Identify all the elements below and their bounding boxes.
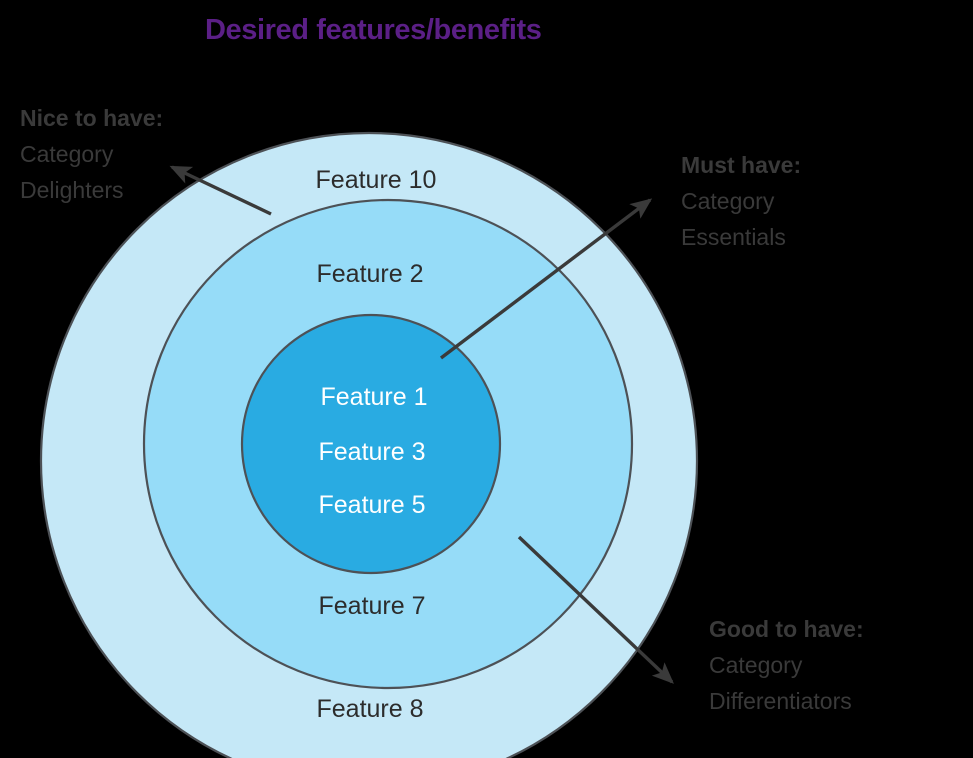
arrow-good-to-have <box>517 535 674 684</box>
page-title: Desired features/benefits <box>205 14 542 46</box>
feature-label-middle-bottom: Feature 7 <box>318 592 426 620</box>
annotation-nice-to-have: Nice to have: Category Delighters <box>20 100 163 208</box>
annotation-nice-to-have-line1: Category <box>20 141 114 167</box>
feature-label-core-2: Feature 3 <box>318 438 426 466</box>
annotation-good-to-have-line1: Category <box>709 652 803 678</box>
annotation-good-to-have: Good to have: Category Differentiators <box>709 611 864 719</box>
annotation-must-have-heading: Must have: <box>681 152 802 178</box>
annotation-nice-to-have-line2: Delighters <box>20 177 124 203</box>
annotation-nice-to-have-heading: Nice to have: <box>20 105 164 131</box>
annotation-must-have: Must have: Category Essentials <box>681 147 801 255</box>
annotation-good-to-have-heading: Good to have: <box>709 616 864 642</box>
annotation-must-have-line1: Category <box>681 188 775 214</box>
feature-label-core-3: Feature 5 <box>318 491 426 519</box>
arrow-nice-to-have <box>169 165 272 216</box>
core-circle <box>240 313 502 575</box>
annotation-good-to-have-line2: Differentiators <box>709 688 852 714</box>
feature-label-core-1: Feature 1 <box>320 383 428 411</box>
feature-label-middle-top: Feature 2 <box>316 260 424 288</box>
arrow-must-have <box>439 198 653 360</box>
feature-label-outer-bottom: Feature 8 <box>316 695 424 723</box>
feature-label-outer-top: Feature 10 <box>315 166 437 194</box>
annotation-must-have-line2: Essentials <box>681 224 786 250</box>
